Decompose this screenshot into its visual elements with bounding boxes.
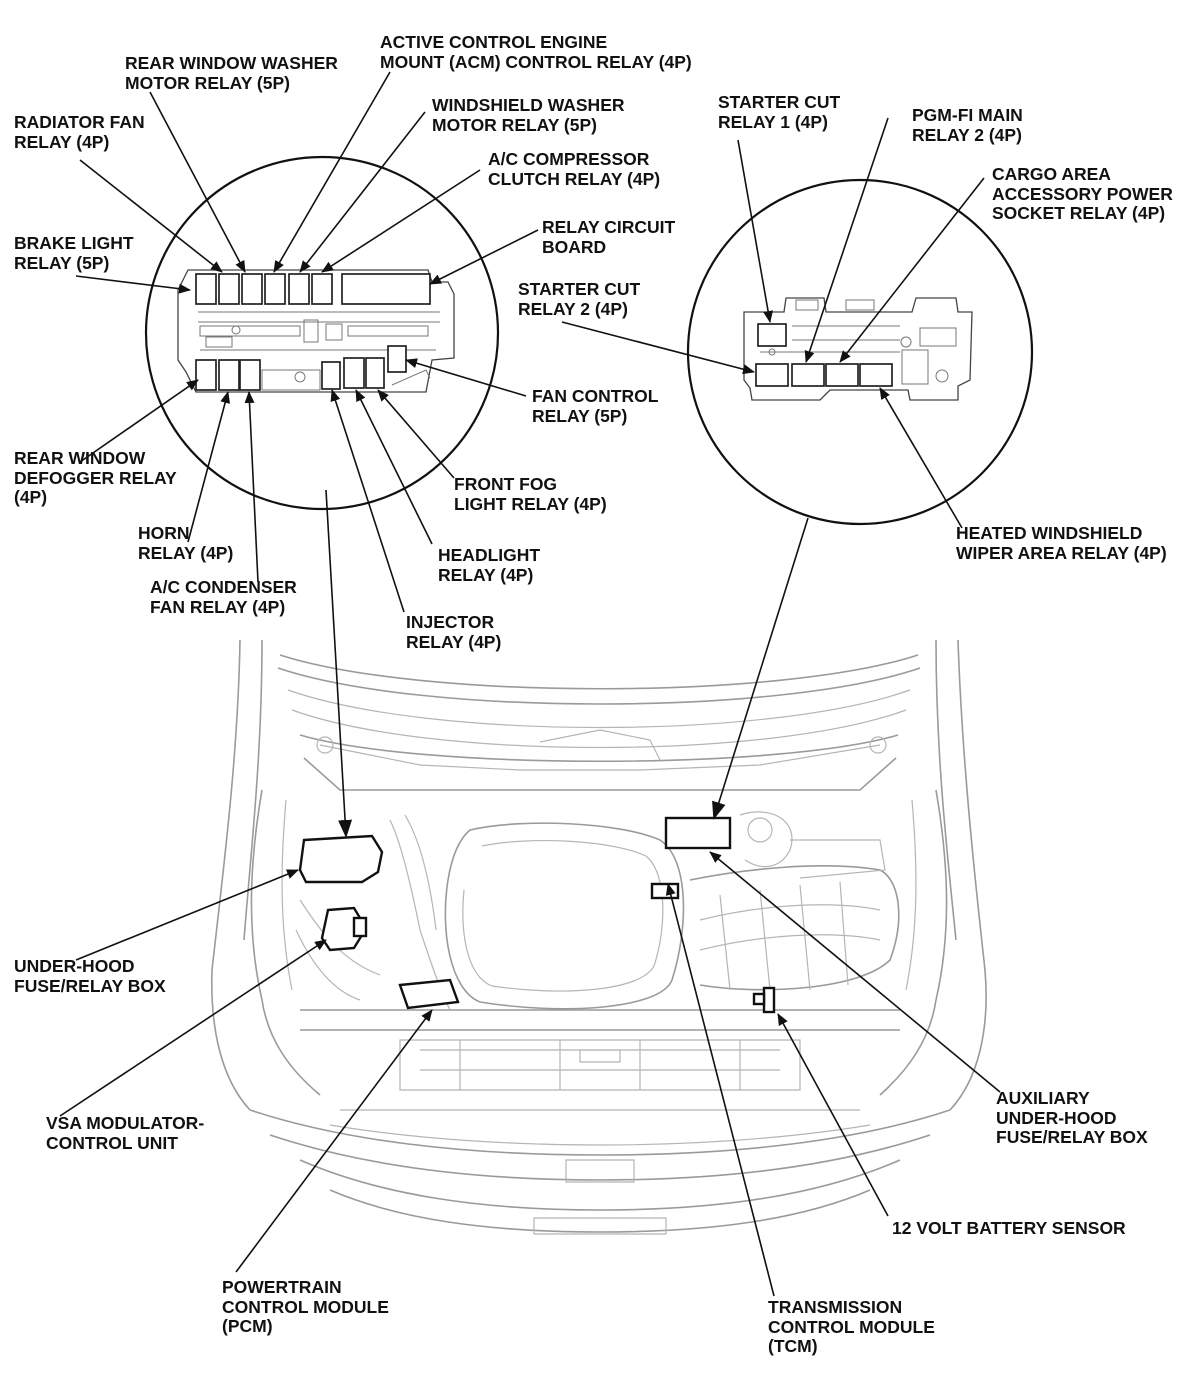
label-headlight-relay: HEADLIGHT RELAY (4P) (438, 545, 541, 585)
label-heated-windshield-wiper-area-relay: HEATED WINDSHIELD WIPER AREA RELAY (4P) (956, 523, 1167, 563)
auxiliary-box-detail (686, 178, 1034, 526)
label-horn-relay: HORN RELAY (4P) (138, 523, 234, 563)
label-ac-compressor-clutch-relay: A/C COMPRESSOR CLUTCH RELAY (4P) (488, 149, 661, 189)
leader-lines (59, 71, 1001, 1297)
label-brake-light-relay: BRAKE LIGHT RELAY (5P) (14, 233, 134, 273)
auxiliary-box-shape (664, 816, 732, 850)
label-relay-circuit-board: RELAY CIRCUIT BOARD (542, 217, 676, 257)
under-hood-box-detail (144, 155, 500, 511)
detail-arrow-right (712, 517, 809, 820)
label-pgm-fi-main-relay-2: PGM-FI MAIN RELAY 2 (4P) (912, 105, 1023, 145)
label-starter-cut-relay-2: STARTER CUT RELAY 2 (4P) (518, 279, 641, 319)
label-cargo-area-socket-relay: CARGO AREA ACCESSORY POWER SOCKET RELAY … (992, 164, 1173, 223)
label-injector-relay: INJECTOR RELAY (4P) (406, 612, 502, 652)
under-hood-box-shape (298, 834, 384, 884)
detail-arrow-left (325, 489, 353, 838)
label-ac-condenser-fan-relay: A/C CONDENSER FAN RELAY (4P) (150, 577, 297, 617)
label-rear-window-defogger-relay: REAR WINDOW DEFOGGER RELAY (4P) (14, 448, 177, 507)
label-windshield-washer-motor-relay: WINDSHIELD WASHER MOTOR RELAY (5P) (432, 95, 625, 135)
label-fan-control-relay: FAN CONTROL RELAY (5P) (532, 386, 659, 426)
battery-sensor-shape (762, 986, 776, 1014)
label-front-fog-light-relay: FRONT FOG LIGHT RELAY (4P) (454, 474, 607, 514)
pcm-shape (398, 978, 460, 1010)
vehicle-engine-bay-drawing (210, 639, 987, 1235)
label-vsa-modulator-control-unit: VSA MODULATOR- CONTROL UNIT (46, 1113, 205, 1153)
label-radiator-fan-relay: RADIATOR FAN RELAY (4P) (14, 112, 145, 152)
label-transmission-control-module: TRANSMISSION CONTROL MODULE (TCM) (768, 1297, 935, 1356)
label-acm-control-relay: ACTIVE CONTROL ENGINE MOUNT (ACM) CONTRO… (380, 32, 692, 72)
engine-bay-components (298, 816, 776, 1014)
label-auxiliary-under-hood-fuse-relay-box: AUXILIARY UNDER-HOOD FUSE/RELAY BOX (996, 1088, 1148, 1147)
tcm-shape (650, 882, 680, 900)
label-powertrain-control-module: POWERTRAIN CONTROL MODULE (PCM) (222, 1277, 389, 1336)
label-starter-cut-relay-1: STARTER CUT RELAY 1 (4P) (718, 92, 841, 132)
label-under-hood-fuse-relay-box: UNDER-HOOD FUSE/RELAY BOX (14, 956, 166, 996)
label-rear-window-washer-motor-relay: REAR WINDOW WASHER MOTOR RELAY (5P) (125, 53, 338, 93)
label-12-volt-battery-sensor: 12 VOLT BATTERY SENSOR (892, 1218, 1126, 1238)
